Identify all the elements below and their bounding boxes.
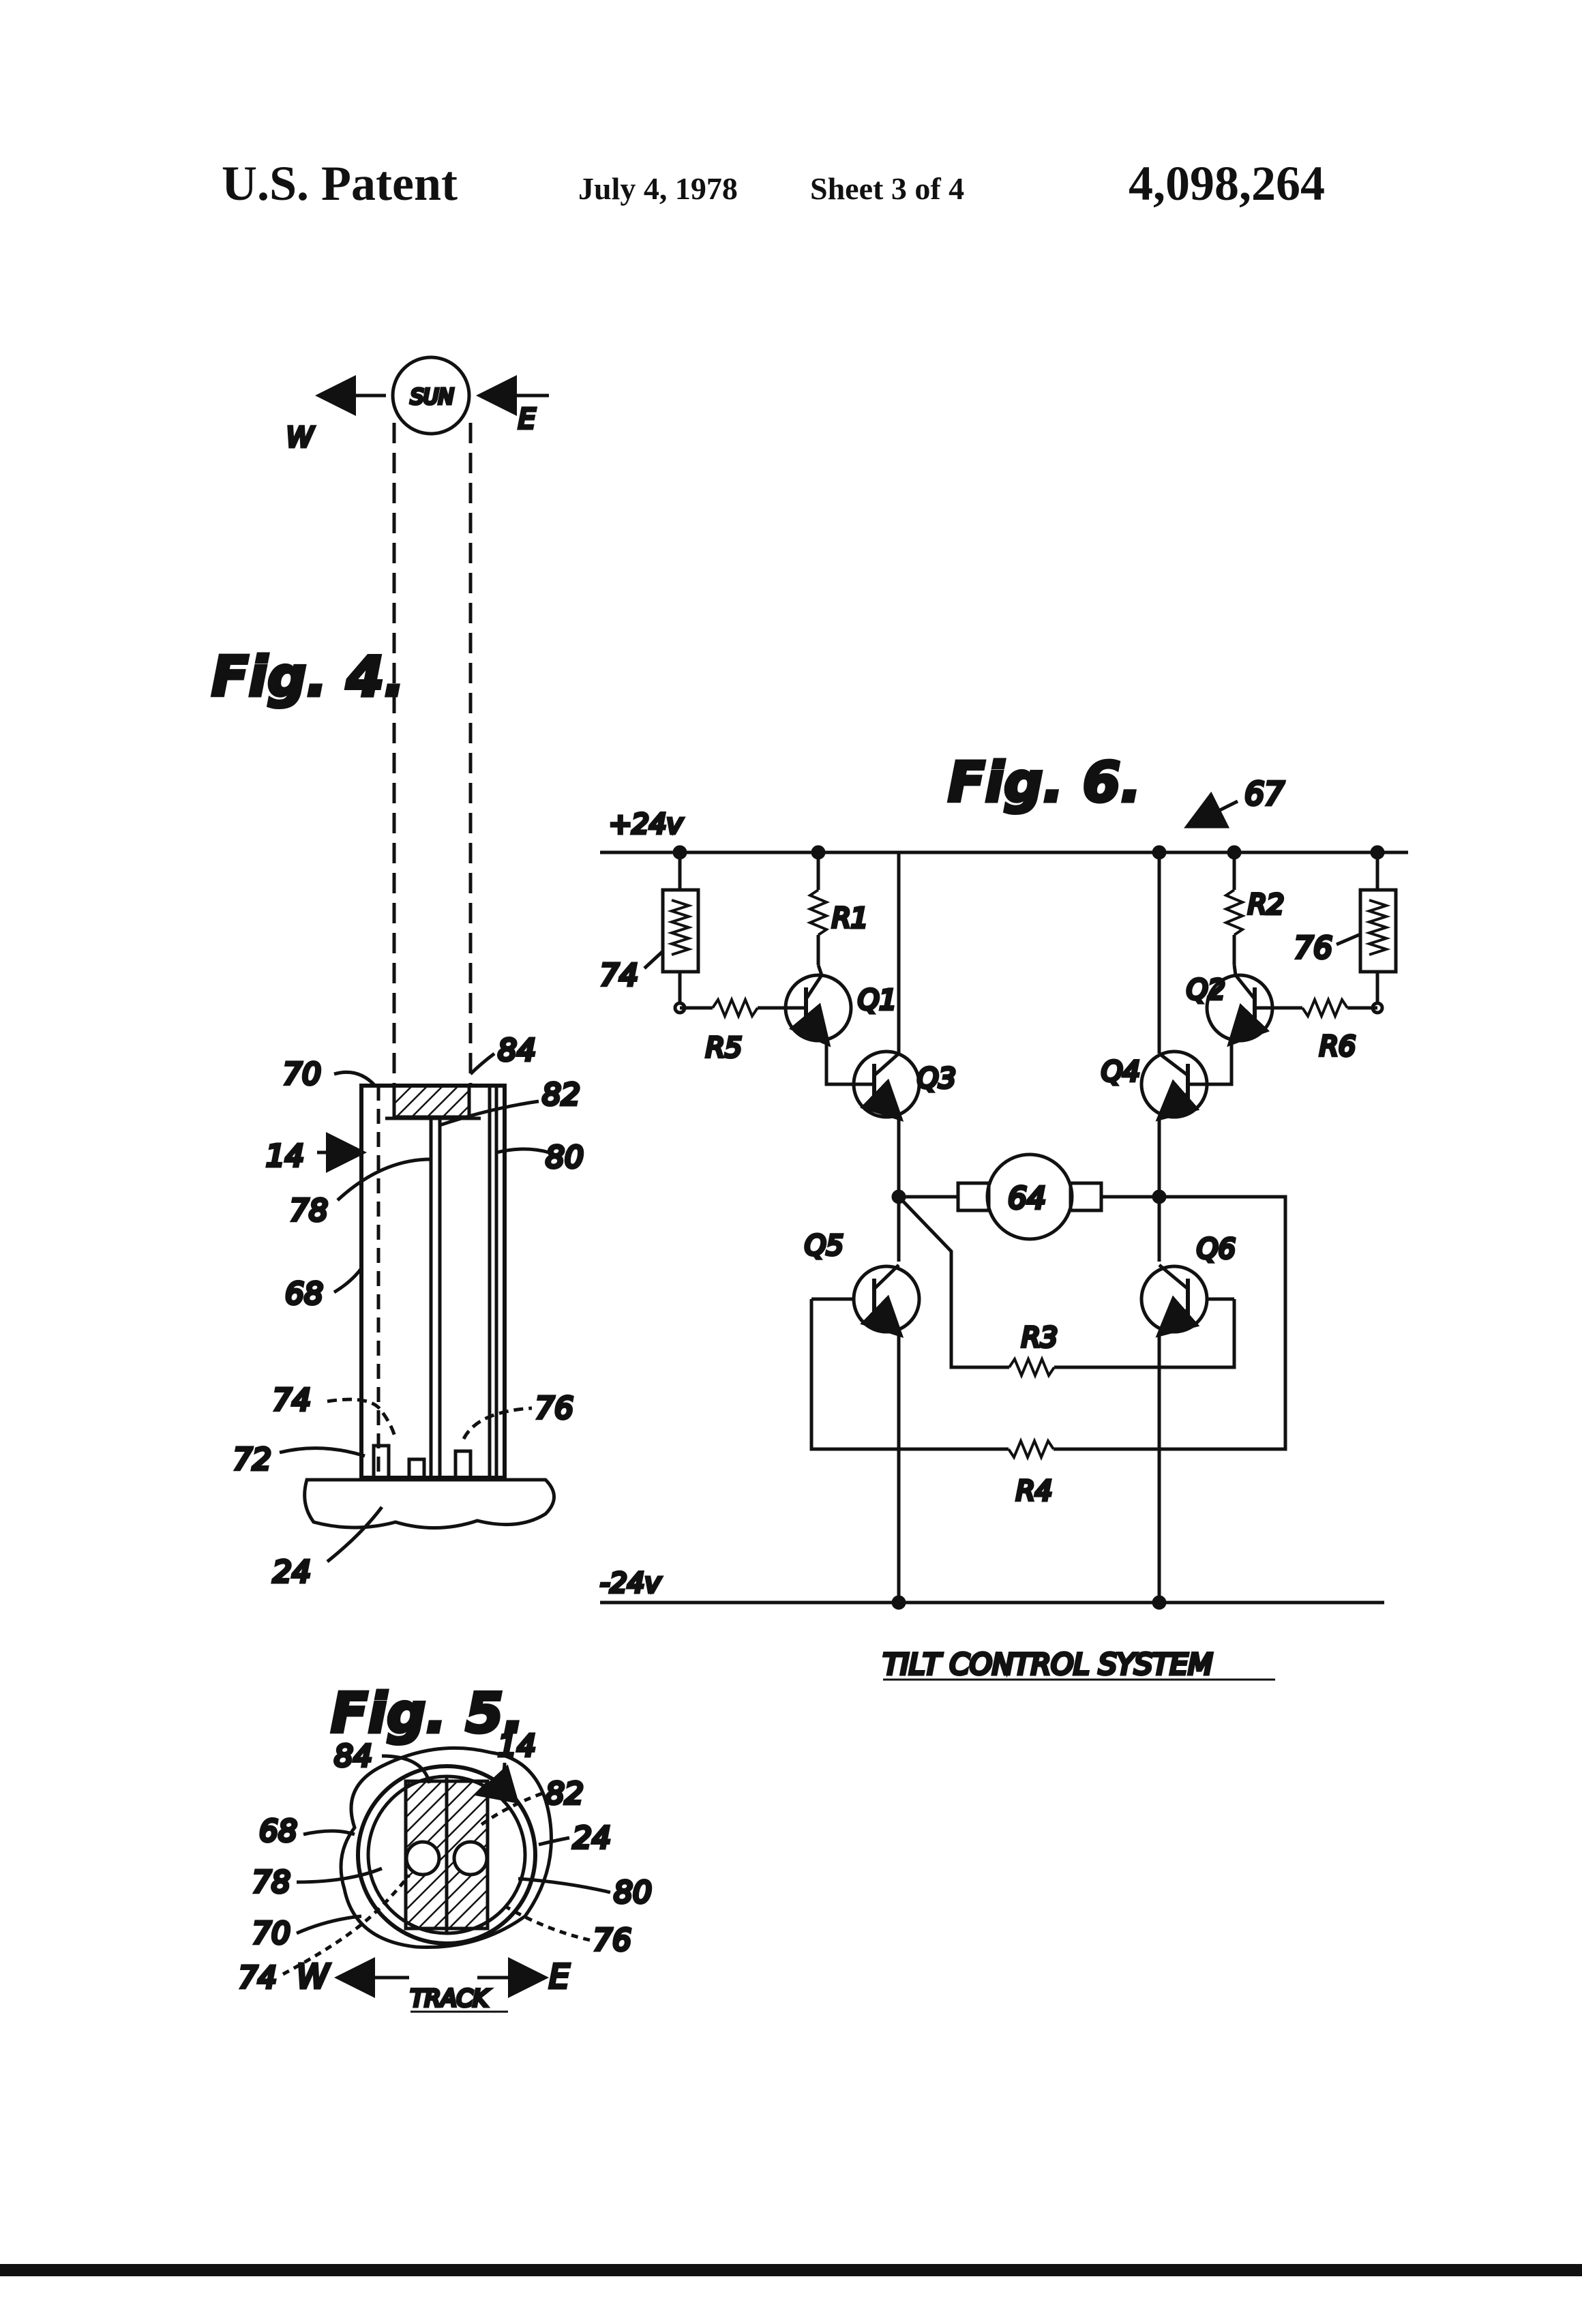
fig6-q3-emitter (874, 1093, 899, 1117)
fig4-label-80: 80 (546, 1140, 584, 1175)
fig6-q4-collector (1159, 1054, 1188, 1075)
fig6-motor-brush-left (958, 1183, 989, 1210)
fig4-cell-74 (374, 1446, 389, 1478)
fig5-label-80: 80 (614, 1875, 652, 1910)
fig4-label-70: 70 (283, 1057, 321, 1092)
fig6-resistor-r4 (1009, 1441, 1054, 1457)
fig6-schematic: Fig. 6. 67 +24v -24v 74 R5 R1 (600, 751, 1408, 1681)
fig6-label-r1: R1 (832, 903, 868, 934)
fig6-q3-collector (874, 1054, 899, 1075)
fig6-pos-label: +24v (609, 809, 683, 840)
fig5-leader-70 (297, 1916, 361, 1933)
fig5-west-label: W (297, 1958, 330, 1996)
fig6-label-q2: Q2 (1186, 974, 1225, 1006)
fig4-cell-76 (456, 1451, 471, 1478)
fig6-photocell-76-element (1369, 900, 1386, 955)
fig4-label-76: 76 (535, 1391, 573, 1426)
fig5-leader-80 (518, 1879, 610, 1892)
fig6-label-motor: 64 (1008, 1181, 1046, 1216)
fig4-cell-center (409, 1459, 424, 1478)
fig5-cell-74 (406, 1842, 439, 1875)
bottom-rule (0, 2264, 1582, 2276)
fig4-leader-68 (334, 1268, 361, 1292)
fig6-resistor-r1 (810, 890, 826, 935)
fig5-leader-24 (539, 1838, 569, 1845)
fig4-leader-72 (280, 1448, 365, 1456)
fig6-label-r3: R3 (1021, 1322, 1058, 1354)
fig6-leader-76 (1337, 934, 1360, 944)
fig6-q4-emitter (1161, 1093, 1188, 1117)
fig5-label-78: 78 (252, 1865, 290, 1900)
fig6-label-q6: Q6 (1197, 1234, 1236, 1265)
fig5-cell-76 (454, 1842, 487, 1875)
fig6-label-r2: R2 (1248, 889, 1284, 921)
fig6-neg-label: -24v (600, 1568, 661, 1599)
fig4-label-78: 78 (290, 1193, 328, 1228)
fig6-label-r6: R6 (1319, 1031, 1356, 1062)
fig4-shade-84 (394, 1086, 469, 1117)
fig6-title: Fig. 6. (948, 751, 1141, 814)
fig4-label-24: 24 (273, 1555, 311, 1590)
fig5-east-label: E (549, 1958, 570, 1996)
fig4-leader-84 (471, 1054, 494, 1074)
fig6-caption: TILT CONTROL SYSTEM (883, 1648, 1212, 1681)
fig4-west-label: W (286, 422, 314, 453)
fig6-resistor-r6 (1302, 1000, 1347, 1016)
fig6-label-q4: Q4 (1101, 1056, 1140, 1088)
fig5-diagram: Fig. 5. 84 14 82 24 80 76 68 78 70 74 W … (239, 1682, 652, 2012)
fig6-label-76: 76 (1294, 931, 1332, 966)
fig6-ref-67: 67 (1244, 775, 1285, 812)
fig5-label-76: 76 (593, 1923, 631, 1958)
fig5-label-74: 74 (239, 1961, 277, 1995)
fig4-label-14: 14 (266, 1139, 304, 1174)
fig5-label-82: 82 (546, 1776, 584, 1811)
fig4-diagram: SUN W E Fig. 4. 70 84 82 80 14 78 (211, 357, 584, 1590)
fig5-label-14: 14 (498, 1729, 536, 1763)
fig6-resistor-r5 (713, 1000, 758, 1016)
fig4-leader-24 (327, 1507, 382, 1562)
fig6-wire (1234, 965, 1236, 975)
fig6-q1-collector (806, 975, 822, 999)
fig6-label-q5: Q5 (805, 1230, 844, 1262)
fig5-title: Fig. 5. (331, 1682, 524, 1745)
fig5-label-84: 84 (334, 1739, 372, 1774)
fig6-label-74: 74 (600, 958, 638, 993)
fig5-label-24: 24 (573, 1821, 611, 1856)
fig4-label-74: 74 (273, 1383, 311, 1418)
fig6-label-r5: R5 (706, 1032, 742, 1064)
fig5-track-label: TRACK (411, 1985, 490, 2012)
fig6-ref-arrow (1190, 801, 1238, 825)
fig4-sun-label: SUN (411, 385, 453, 409)
fig5-label-70: 70 (252, 1916, 290, 1951)
fig6-label-q3: Q3 (917, 1063, 956, 1094)
fig6-resistor-r2 (1226, 890, 1242, 935)
fig6-leader-74 (644, 951, 663, 968)
fig6-motor-brush-right (1071, 1183, 1101, 1210)
fig4-label-82: 82 (542, 1077, 580, 1112)
fig4-label-72: 72 (233, 1442, 271, 1477)
fig4-tube (361, 1086, 505, 1478)
fig4-east-label: E (518, 404, 536, 435)
fig4-title: Fig. 4. (211, 645, 405, 709)
fig4-label-68: 68 (285, 1277, 323, 1311)
fig6-wire (1215, 1042, 1232, 1084)
fig6-wire (1054, 1197, 1285, 1449)
fig4-base (305, 1480, 554, 1528)
fig4-label-84: 84 (498, 1033, 536, 1068)
fig6-photocell-74-element (672, 900, 689, 955)
fig4-leader-80 (496, 1149, 549, 1152)
fig4-leader-78 (338, 1159, 431, 1200)
fig5-leader-68 (303, 1831, 355, 1834)
fig6-label-r4: R4 (1016, 1476, 1052, 1507)
fig6-resistor-r3 (1009, 1359, 1054, 1375)
fig5-label-68: 68 (259, 1814, 297, 1849)
fig6-label-q1: Q1 (858, 985, 897, 1016)
